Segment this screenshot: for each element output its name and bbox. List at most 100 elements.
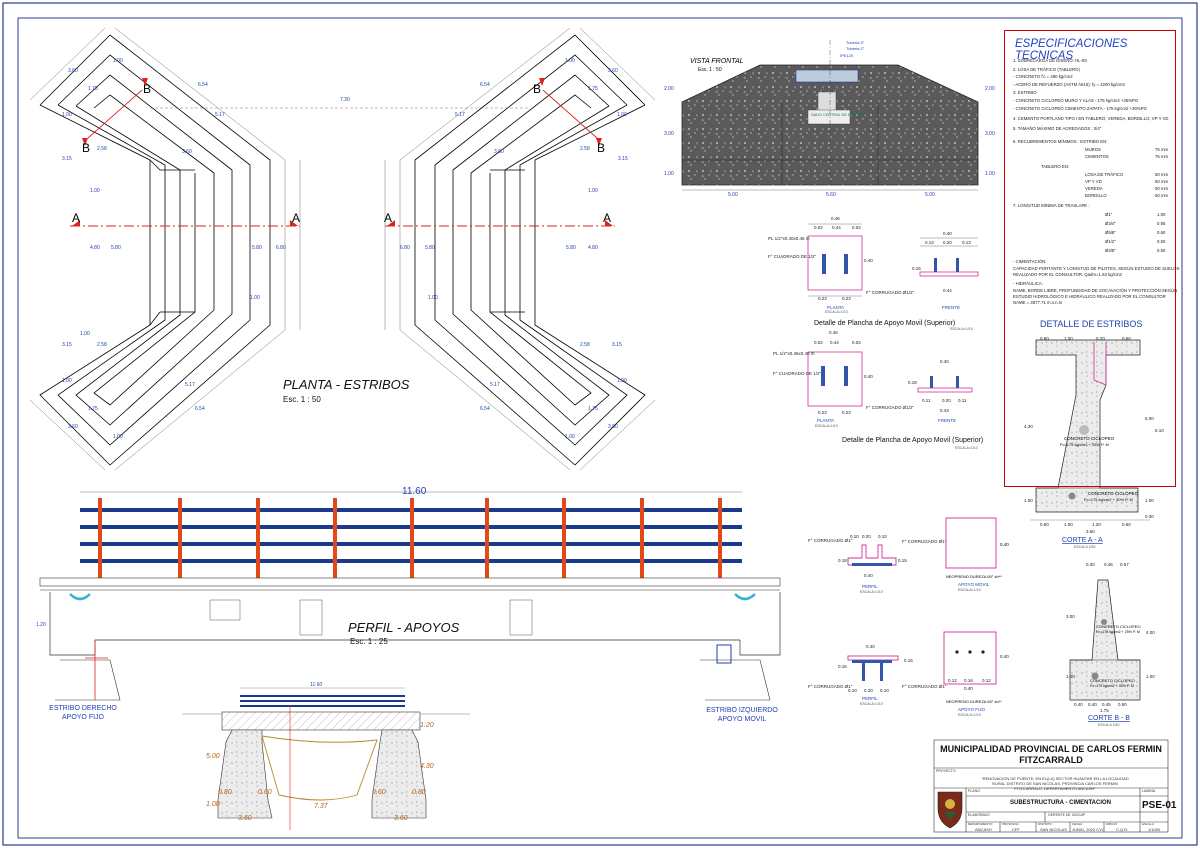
svg-text:4.80: 4.80 xyxy=(90,245,100,251)
neoprene-2-scale: ESCALA=1/10 xyxy=(860,702,883,706)
cover-value: 50 mm xyxy=(1155,179,1169,184)
svg-text:F° CORRUGADO Ø1/2": F° CORRUGADO Ø1/2" xyxy=(866,405,915,410)
svg-text:0.30: 0.30 xyxy=(1145,514,1154,519)
plate-bottom-front xyxy=(917,376,973,393)
svg-text:0.02: 0.02 xyxy=(814,225,823,230)
svg-text:0.40: 0.40 xyxy=(866,644,875,649)
lap-item: Ø1" xyxy=(1105,212,1113,217)
corte-b-footing-label: CONCRETO CICLOPEO xyxy=(1090,678,1135,683)
cell-label: FECHA xyxy=(1072,822,1083,826)
svg-text:0.40: 0.40 xyxy=(864,573,873,578)
svg-text:0.12: 0.12 xyxy=(948,678,957,683)
section-b-marker xyxy=(82,138,88,146)
svg-text:6.54: 6.54 xyxy=(195,406,205,412)
profile-title: PERFIL - APOYOS xyxy=(348,620,460,635)
front-view-pipe-label: Tuberia 2" xyxy=(846,46,865,51)
spec-line: ESTUDIO HIDROLÓGICO E HIDRÁULICO REALIZA… xyxy=(1013,294,1166,299)
svg-text:1.00: 1.00 xyxy=(90,188,100,194)
spec-line: - HIDRÁULICA: xyxy=(1013,281,1043,286)
neoprene-pad-fijo-dims: 0.12 0.16 0.12 0.40 0.40 xyxy=(948,654,1009,691)
section-line-b xyxy=(87,89,598,139)
svg-text:0.50: 0.50 xyxy=(1118,702,1127,707)
section-b-marker xyxy=(596,138,602,146)
project-name: "RENOVACION DE PUENTE; EN EL(LA) SECTOR … xyxy=(981,776,1129,791)
neoprene-2-label: PERFIL xyxy=(862,696,878,701)
svg-text:2.58: 2.58 xyxy=(97,342,107,348)
section-a-label: A xyxy=(292,211,300,225)
project-label: PROYECTO xyxy=(936,769,956,773)
svg-text:5.17: 5.17 xyxy=(185,382,195,388)
corte-a-scale: ESCALA 1/50 xyxy=(1074,545,1095,549)
neoprene-apoyo-movil-label: APOYO MOVIL xyxy=(958,582,990,587)
spec-line: - ACERO DE REFUERZO (ASTM A615): fy = 42… xyxy=(1013,82,1125,87)
cover-item: VEREDA xyxy=(1085,186,1103,191)
svg-text:4.00: 4.00 xyxy=(1146,630,1155,635)
svg-text:3.15: 3.15 xyxy=(618,156,628,162)
profile-left-label: ESTRIBO DERECHO APOYO FIJO xyxy=(49,705,117,721)
svg-text:0.11: 0.11 xyxy=(922,398,931,403)
svg-text:0.02: 0.02 xyxy=(852,225,861,230)
front-view-dims: 5.00 5.60 5.00 2.00 3.00 1.00 2.00 3.00 … xyxy=(664,86,995,198)
spec-line: 2. LOSA DE TRÁFICO (TABLERO) xyxy=(1013,67,1080,72)
svg-text:0.16: 0.16 xyxy=(912,266,921,271)
section-line-a xyxy=(70,220,615,227)
svg-text:0.18: 0.18 xyxy=(838,558,847,563)
svg-text:1.20: 1.20 xyxy=(1092,522,1101,527)
cover-item: LOSA DE TRÁFICO xyxy=(1085,172,1124,177)
svg-text:1.00: 1.00 xyxy=(617,112,627,118)
plate-bottom-front-label: FRENTE xyxy=(938,418,956,423)
spec-line: - CONCRETO CICLOPEO CIMIENTO ZAPATA - 17… xyxy=(1013,106,1147,111)
corte-b-dims: 0.30 0.45 0.57 0.40 0.40 0.45 0.50 1.75 … xyxy=(1066,562,1155,713)
lap-item: Ø1/2" xyxy=(1105,239,1116,244)
front-view-title: VISTA FRONTAL xyxy=(690,58,744,65)
svg-text:1.00: 1.00 xyxy=(1064,522,1073,527)
inner-border xyxy=(17,17,1183,839)
neoprene-1-dims: 0.10 0.20 0.10 0.40 0.18 0.15 F° CORRUGA… xyxy=(808,534,947,578)
svg-text:1.00: 1.00 xyxy=(1146,674,1155,679)
svg-text:0.16: 0.16 xyxy=(964,678,973,683)
plate-bottom-plan-label: PLANTA xyxy=(817,418,834,423)
neoprene-1-label: PERFIL xyxy=(862,584,878,589)
neoprene-fijo-pad-label: NEOPRENO DUREZA 60° sh** xyxy=(946,699,1002,704)
svg-text:1.75: 1.75 xyxy=(88,86,98,92)
svg-text:F° CORRUGADO Ø1": F° CORRUGADO Ø1" xyxy=(902,539,947,544)
svg-text:0.23: 0.23 xyxy=(818,410,827,415)
svg-text:4.80: 4.80 xyxy=(588,245,598,251)
plate-top-dims: 0.46 0.02 0.44 0.02 0.40 0.23 0.23 0.40 … xyxy=(768,216,971,301)
section-b-label: B xyxy=(143,82,151,96)
cover-value: 75 mm xyxy=(1155,154,1169,159)
svg-text:1.00: 1.00 xyxy=(617,378,627,384)
svg-text:0.60: 0.60 xyxy=(372,789,386,796)
svg-text:4.30: 4.30 xyxy=(420,763,434,770)
svg-text:0.23: 0.23 xyxy=(842,410,851,415)
section-b-marker xyxy=(539,78,545,86)
svg-text:6.80: 6.80 xyxy=(276,245,286,251)
svg-text:0.40: 0.40 xyxy=(943,231,952,236)
svg-text:2.58: 2.58 xyxy=(580,342,590,348)
neoprene-perfil-1 xyxy=(847,544,897,566)
corte-b-footing-spec: Fc=175 kg/cm2 + 30% P. M xyxy=(1090,684,1134,688)
svg-text:0.40: 0.40 xyxy=(1000,654,1009,659)
front-view xyxy=(681,40,979,191)
svg-text:3.60: 3.60 xyxy=(68,68,78,74)
cover-item: MUROS xyxy=(1085,147,1101,152)
svg-text:1.00: 1.00 xyxy=(62,112,72,118)
plate-top-plan-label: PLANTA xyxy=(827,305,844,310)
svg-text:3.60: 3.60 xyxy=(608,424,618,430)
svg-text:F° CUADRADO DE 1/2": F° CUADRADO DE 1/2" xyxy=(773,371,822,376)
cell-value: ANCASH xyxy=(975,827,992,832)
neoprene-perfil-2 xyxy=(847,655,899,681)
sheet-code: PSE-01 xyxy=(1142,800,1177,811)
cell-label: PROVINCIA xyxy=(1002,822,1019,826)
svg-text:2.00: 2.00 xyxy=(985,86,995,92)
elevation-drawing xyxy=(182,687,470,830)
svg-text:1.00: 1.00 xyxy=(1066,674,1075,679)
svg-text:0.10: 0.10 xyxy=(878,534,887,539)
cover-item: CIMIENTOS xyxy=(1085,154,1109,159)
corte-a-dims: 0.60 1.00 0.20 0.60 0.60 1.00 1.20 0.60 … xyxy=(1024,336,1164,534)
svg-text:F° CUADRADO DE 1/2": F° CUADRADO DE 1/2" xyxy=(768,254,817,259)
cover-item: VP Y VD xyxy=(1085,179,1102,184)
plate-top-front-label: FRENTE xyxy=(942,305,960,310)
cell-value: SAN NICOLAS xyxy=(1040,827,1067,832)
